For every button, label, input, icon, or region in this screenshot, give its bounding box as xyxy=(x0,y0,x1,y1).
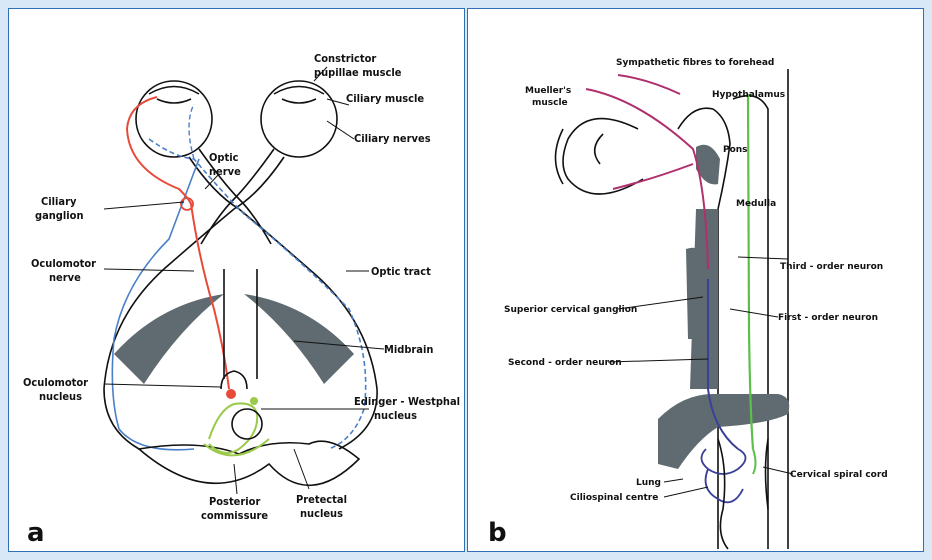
label-edinger-westphal-1: Edinger - Westphal xyxy=(354,395,460,408)
label-optic: Optic xyxy=(209,151,239,164)
label-oculomotor-nerve-2: nerve xyxy=(49,271,81,284)
label-oculomotor-nerve-1: Oculomotor xyxy=(31,257,96,270)
label-edinger-westphal-2: nucleus xyxy=(374,409,417,422)
label-ciliary-muscle: Ciliary muscle xyxy=(346,92,424,105)
right-eye xyxy=(261,81,337,157)
label-nerve: nerve xyxy=(209,165,241,178)
panel-b-letter: b xyxy=(488,518,507,548)
label-pupillae-muscle: pupillae muscle xyxy=(314,66,402,79)
label-pretectal-nucleus: nucleus xyxy=(300,507,343,520)
label-commissure: commissure xyxy=(201,509,268,522)
panel-a-letter: a xyxy=(27,518,45,548)
label-ciliary-nerves: Ciliary nerves xyxy=(354,132,431,145)
label-pons: Pons xyxy=(723,145,748,155)
midbrain-shapes xyxy=(114,294,359,485)
label-muscle: muscle xyxy=(532,98,568,108)
label-pretectal: Pretectal xyxy=(296,493,347,506)
label-midbrain: Midbrain xyxy=(384,343,433,356)
label-oculomotor-nucleus-1: Oculomotor xyxy=(23,376,88,389)
label-superior-cervical: Superior cervical ganglion xyxy=(504,305,637,315)
label-sympathetic-fibres: Sympathetic fibres to forehead xyxy=(616,58,774,68)
leader-lines-a xyxy=(104,67,384,494)
panel-b-sympathetic-pathway: Sympathetic fibres to forehead Mueller's… xyxy=(467,8,924,552)
magenta-fibres xyxy=(586,75,708,269)
eye-profile xyxy=(556,119,644,194)
label-hypothalamus: Hypothalamus xyxy=(712,90,785,100)
grey-vessels xyxy=(658,145,789,469)
panel-a-diagram: Constrictor pupillae muscle Ciliary musc… xyxy=(9,9,465,552)
label-lung: Lung xyxy=(636,478,661,488)
label-medulla: Medulla xyxy=(736,199,776,209)
label-oculomotor-nucleus-2: nucleus xyxy=(39,390,82,403)
label-first-order: First - order neuron xyxy=(778,313,878,323)
panel-b-diagram: Sympathetic fibres to forehead Mueller's… xyxy=(468,9,924,552)
label-ganglion: ganglion xyxy=(35,209,84,222)
label-posterior: Posterior xyxy=(209,495,260,508)
label-cervical-spinal: Cervical spiral cord xyxy=(790,470,888,480)
blue-optic-pathway xyxy=(112,104,365,450)
left-eye xyxy=(136,81,212,157)
label-ciliary: Ciliary xyxy=(41,195,77,208)
label-muellers: Mueller's xyxy=(525,86,571,96)
label-ciliospinal: Ciliospinal centre xyxy=(570,493,658,503)
label-third-order: Third - order neuron xyxy=(780,262,883,272)
spinal-lower xyxy=(718,439,768,549)
panel-a-pupillary-light-reflex: Constrictor pupillae muscle Ciliary musc… xyxy=(8,8,465,552)
label-constrictor: Constrictor xyxy=(314,52,376,65)
label-second-order: Second - order neuron xyxy=(508,358,622,368)
label-optic-tract: Optic tract xyxy=(371,265,431,278)
